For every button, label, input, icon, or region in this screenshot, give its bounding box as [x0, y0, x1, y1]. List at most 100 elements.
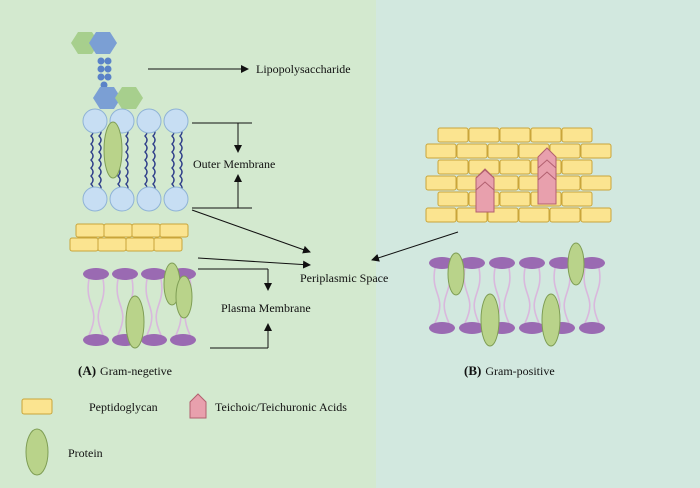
lipopolysaccharide-structure — [71, 32, 143, 109]
lipid-head — [163, 186, 189, 212]
protein-icon — [25, 428, 49, 476]
lipid-tail — [98, 127, 102, 193]
peptidoglycan-brick — [468, 127, 500, 143]
hexagon-sugar-icon — [71, 32, 99, 54]
lipid-head — [109, 186, 135, 212]
hexagon-sugar-icon — [93, 87, 121, 109]
peptidoglycan-brick — [425, 143, 457, 159]
plasma-head — [112, 268, 138, 280]
peptidoglycan-brick — [456, 143, 488, 159]
sugar-chain — [97, 57, 112, 89]
annotation-arrows — [148, 65, 459, 349]
plasma-tail — [145, 278, 153, 336]
lipid-head — [136, 186, 162, 212]
teichoic-acid-icon — [189, 393, 207, 419]
peptidoglycan-brick — [437, 127, 469, 143]
peptidoglycan-brick — [75, 223, 105, 238]
peptidoglycan-brick — [437, 159, 469, 175]
plasma-head — [141, 334, 167, 346]
peptidoglycan-layer-thin — [69, 223, 189, 252]
plasma-head — [141, 268, 167, 280]
gram-positive-panel — [376, 0, 700, 488]
peptidoglycan-brick — [153, 237, 183, 252]
peptidoglycan-brick-icon — [21, 398, 53, 415]
peptidoglycan-brick — [561, 127, 593, 143]
peptidoglycan-brick — [580, 207, 612, 223]
plasma-head — [519, 322, 545, 334]
peptidoglycan-brick — [561, 191, 593, 207]
lipid-head — [82, 186, 108, 212]
peptidoglycan-brick — [131, 223, 161, 238]
peptidoglycan-brick — [580, 175, 612, 191]
peptidoglycan-brick — [97, 237, 127, 252]
plasma-tail — [87, 278, 95, 336]
membrane-protein — [480, 293, 500, 347]
teichoic-acids — [475, 147, 557, 213]
plasma-head — [83, 268, 109, 280]
plasma-tail — [97, 278, 105, 336]
teichoic-acid-icon — [475, 168, 495, 213]
caption-b: (B)Gram-positive — [464, 363, 555, 378]
membrane-protein — [567, 242, 585, 286]
membrane-protein — [125, 295, 145, 349]
peptidoglycan-brick — [487, 207, 519, 223]
peptidoglycan-brick — [437, 191, 469, 207]
plasma-head — [459, 322, 485, 334]
peptidoglycan-brick — [487, 143, 519, 159]
label-plasma-membrane: Plasma Membrane — [221, 301, 311, 315]
peptidoglycan-brick — [159, 223, 189, 238]
gram-negative-panel — [0, 0, 376, 488]
plasma-head — [170, 334, 196, 346]
peptidoglycan-brick — [499, 127, 531, 143]
peptidoglycan-brick — [561, 159, 593, 175]
legend: Peptidoglycan Teichoic/Teichuronic Acids… — [21, 393, 347, 476]
hexagon-sugar-icon — [89, 32, 117, 54]
peptidoglycan-brick — [103, 223, 133, 238]
peptidoglycan-brick — [425, 175, 457, 191]
plasma-tail — [116, 278, 124, 336]
lipid-tail — [152, 127, 156, 193]
membrane-protein — [175, 275, 193, 319]
peptidoglycan-brick — [549, 207, 581, 223]
plasma-head — [459, 257, 485, 269]
peptidoglycan-brick — [125, 237, 155, 252]
caption-a: (A)Gram-negetive — [78, 363, 172, 378]
peptidoglycan-brick — [580, 143, 612, 159]
plasma-tail — [593, 267, 601, 324]
legend-teichoic-acids: Teichoic/Teichuronic Acids — [215, 400, 347, 414]
peptidoglycan-brick — [499, 191, 531, 207]
plasma-tail — [503, 267, 511, 324]
peptidoglycan-brick — [499, 159, 531, 175]
plasma-head — [579, 322, 605, 334]
plasma-tail — [433, 267, 441, 324]
label-outer-membrane: Outer Membrane — [193, 157, 275, 171]
lipid-tail — [144, 127, 148, 193]
lipid-tail — [179, 127, 183, 193]
lipid-head — [163, 108, 189, 134]
plasma-head — [489, 257, 515, 269]
peptidoglycan-brick — [425, 207, 457, 223]
plasma-tail — [473, 267, 481, 324]
lipid-head — [82, 108, 108, 134]
membrane-protein — [447, 252, 465, 296]
plasma-tail — [583, 267, 591, 324]
label-periplasmic-space: Periplasmic Space — [300, 271, 388, 285]
outer-membrane-protein — [103, 121, 123, 179]
peptidoglycan-brick — [530, 127, 562, 143]
teichoic-acid-icon — [537, 147, 557, 205]
lipid-tail — [171, 127, 175, 193]
lipid-tail — [125, 127, 129, 193]
plasma-tail — [155, 278, 163, 336]
plasma-head — [519, 257, 545, 269]
plasma-tail — [533, 267, 541, 324]
peptidoglycan-brick — [518, 207, 550, 223]
outer-membrane — [82, 108, 189, 212]
plasma-head — [83, 334, 109, 346]
plasma-tail — [523, 267, 531, 324]
peptidoglycan-brick — [69, 237, 99, 252]
membrane-protein — [541, 293, 561, 347]
hexagon-sugar-icon — [115, 87, 143, 109]
lipid-tail — [90, 127, 94, 193]
